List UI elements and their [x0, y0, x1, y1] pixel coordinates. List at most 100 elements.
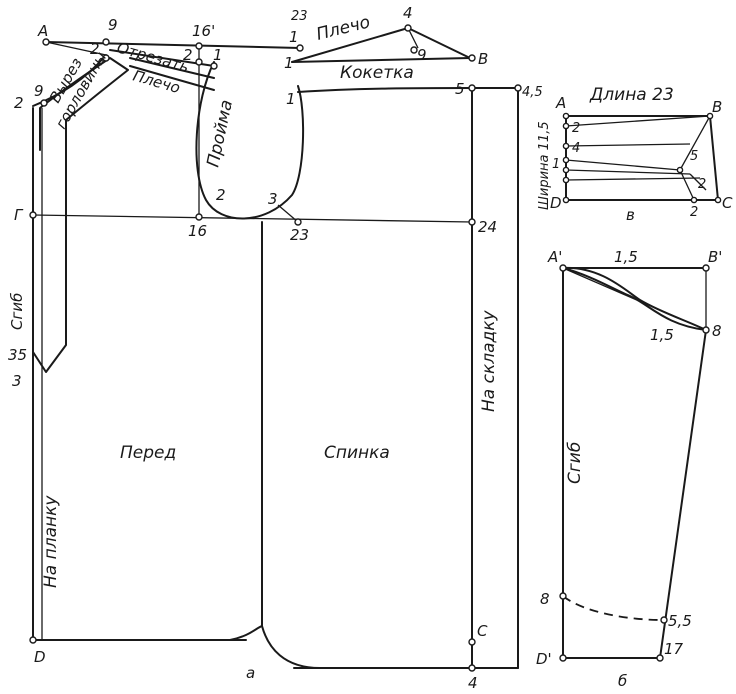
- back-label: Спинка: [324, 443, 390, 463]
- yoke-label-2-top: 2: [572, 121, 580, 136]
- label-a: a: [246, 664, 255, 682]
- label-23-top: 23: [291, 9, 308, 24]
- sleeve-cap-lower: [562, 267, 707, 331]
- point-G: [29, 211, 37, 219]
- sleeve-pattern: A' B' 1,5 8 1,5 Сгиб 8 5,5 D' 17 б: [536, 248, 722, 690]
- label-B: B: [478, 50, 488, 68]
- yoke-label-2-bottom: 2: [690, 205, 698, 220]
- yoke-lower-curve: [297, 87, 519, 93]
- back-yoke-line: [291, 57, 471, 63]
- label-16: 16: [188, 222, 207, 240]
- point-1-shoulder: [296, 44, 304, 52]
- sleeve-point-A-prime: [559, 264, 567, 272]
- main-pattern: A 9 2 2 9 16' 2 1 1 23 1 4 9 B 1 5 4,5 Г…: [8, 4, 543, 692]
- yoke-point-1b: [562, 166, 570, 174]
- armhole-label: Пройма: [203, 98, 237, 169]
- sleeve-point-D-prime: [559, 654, 567, 662]
- point-2-neck: [102, 54, 110, 62]
- point-4-top: [404, 24, 412, 32]
- label-9-top: 9: [108, 16, 118, 34]
- yoke-point-1: [562, 156, 570, 164]
- yoke-point-B: [706, 112, 714, 120]
- sleeve-caption: б: [618, 672, 627, 690]
- point-9-left: [40, 99, 48, 107]
- point-2-armhole-top: [195, 58, 203, 66]
- four-nine-line: [407, 27, 419, 49]
- top-edge-line: [45, 41, 301, 49]
- yoke-point-A: [562, 112, 570, 120]
- on-fold-label: На складку: [479, 309, 499, 412]
- yoke-caption: в: [626, 206, 635, 224]
- label-9-left: 9: [34, 82, 44, 100]
- yoke-diag-2: [679, 169, 695, 201]
- yoke-line-4: [565, 143, 691, 147]
- label-4-5: 4,5: [522, 85, 543, 100]
- point-1-armhole-top: [210, 62, 218, 70]
- label-G: Г: [14, 206, 24, 224]
- yoke-label-1: 1: [552, 157, 560, 172]
- neck-top-short: [45, 41, 107, 56]
- sleeve-side-seam: [659, 329, 707, 659]
- armhole-curve: [195, 61, 305, 220]
- label-A: A: [37, 22, 48, 40]
- label-23: 23: [290, 226, 309, 244]
- point-A: [42, 38, 50, 46]
- yoke-diag-1: [679, 115, 711, 171]
- yoke-label-4: 4: [572, 141, 580, 156]
- sleeve-label-1-5-top: 1,5: [614, 248, 638, 266]
- label-1-shoulder: 1: [289, 28, 299, 46]
- yoke-line-1: [565, 159, 681, 171]
- label-35: 35: [8, 346, 27, 364]
- yoke-point-D: [562, 196, 570, 204]
- label-2-neck: 2: [90, 40, 100, 58]
- point-4-bottom: [468, 664, 476, 672]
- point-C: [468, 638, 476, 646]
- front-hem-curve: [229, 625, 321, 669]
- sleeve-label-5-5: 5,5: [668, 612, 692, 630]
- sleeve-fold-label: Сгиб: [565, 442, 585, 484]
- label-2-left: 2: [14, 94, 24, 112]
- point-B: [468, 54, 476, 62]
- point-16: [195, 213, 203, 221]
- yoke-width-label: Ширина 11,5: [537, 121, 552, 210]
- label-C: C: [477, 622, 488, 640]
- placket-label: На планку: [41, 495, 61, 588]
- label-1-right: 1: [284, 54, 294, 72]
- point-4-5: [514, 84, 522, 92]
- yoke-diag-3: [689, 173, 707, 191]
- point-16prime: [195, 42, 203, 50]
- sleeve-label-1-5-curve: 1,5: [650, 326, 674, 344]
- sleeve-label-D-prime: D': [536, 650, 552, 668]
- shoulder-top-label: Плечо: [314, 12, 372, 45]
- sleeve-label-A-prime: A': [547, 248, 562, 266]
- point-23: [294, 218, 302, 226]
- label-16prime: 16': [192, 22, 215, 40]
- yoke-line-mid: [565, 177, 701, 181]
- front-label: Перед: [120, 443, 176, 463]
- yoke-pattern: Длина 23 A 2 4 1 5 B 2 D 2 C Ширина 11,5…: [537, 85, 733, 224]
- yoke-point-4: [562, 142, 570, 150]
- yoke-label-A: A: [555, 94, 566, 112]
- yoke-title: Длина 23: [589, 85, 674, 105]
- label-D: D: [34, 648, 46, 666]
- yoke-point-2: [562, 122, 570, 130]
- point-9-shoulder: [410, 46, 418, 54]
- point-9-top: [102, 38, 110, 46]
- yoke-label-B: B: [712, 98, 722, 116]
- yoke-point-5: [676, 166, 684, 174]
- sleeve-point-B-prime: [702, 264, 710, 272]
- sleeve-label-B-prime: B': [708, 248, 722, 266]
- point-24: [468, 218, 476, 226]
- sleeve-label-8-right: 8: [712, 322, 722, 340]
- fold-left-label: Сгиб: [8, 293, 26, 330]
- label-24: 24: [478, 218, 497, 236]
- yoke-label: Кокетка: [340, 63, 414, 83]
- yoke-label-C: C: [722, 194, 733, 212]
- yoke-line-1b: [565, 169, 691, 175]
- armhole-23-line: [277, 204, 299, 223]
- label-4-top: 4: [403, 4, 413, 22]
- sleeve-cuff-dashed: [562, 595, 665, 621]
- sleeve-point-17: [656, 654, 664, 662]
- label-9-shoulder: 9: [417, 46, 427, 64]
